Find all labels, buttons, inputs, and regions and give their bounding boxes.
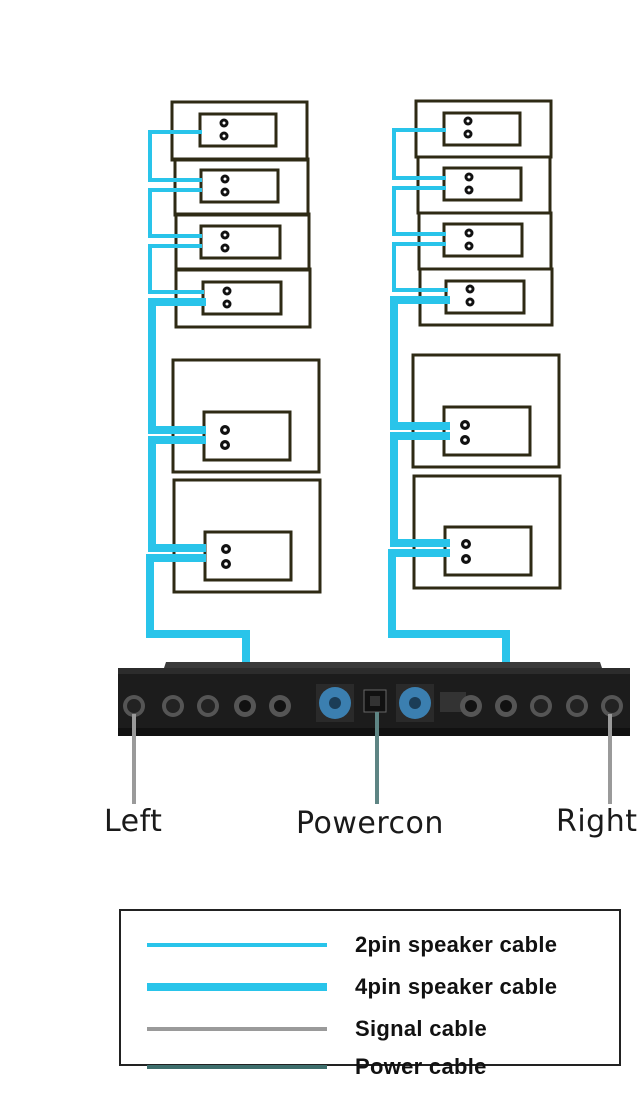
legend-swatch	[147, 943, 327, 947]
legend-row: Power cable	[121, 1049, 619, 1085]
amplifier-rear-panel	[118, 662, 630, 736]
left-sub-2-panel	[203, 530, 293, 582]
legend-swatch	[147, 983, 327, 991]
left-cabinet-2	[173, 157, 310, 217]
legend-row: 2pin speaker cable	[121, 927, 619, 963]
right-4pin-cables	[388, 296, 510, 690]
powercon-label: Powercon	[296, 806, 444, 841]
left-4pin-cables	[146, 298, 250, 690]
powercon-inlet	[363, 689, 387, 713]
right-2pin-cables	[392, 128, 448, 292]
cooling-fan-right	[396, 684, 434, 722]
right-cabinet-3-panel	[442, 222, 524, 258]
right-cabinet-3	[417, 211, 553, 271]
left-cabinet-1-panel	[198, 112, 278, 148]
amp-left-inputs	[123, 695, 291, 717]
left-sub-1-panel	[202, 410, 292, 462]
right-sub-1	[411, 353, 561, 469]
right-speaker-stack	[411, 99, 562, 590]
left-sub-1	[171, 358, 321, 474]
amp-right-inputs	[440, 692, 623, 717]
left-cabinet-3	[174, 212, 311, 272]
left-2pin-cables	[148, 130, 204, 294]
legend-row: Signal cable	[121, 1011, 619, 1047]
left-cabinet-4-panel	[201, 280, 283, 316]
legend-label: 2pin speaker cable	[355, 932, 558, 957]
right-sub-2-panel	[443, 525, 533, 577]
legend-label: Signal cable	[355, 1016, 487, 1041]
legend-label: 4pin speaker cable	[355, 974, 558, 999]
right-label: Right	[556, 804, 638, 839]
left-connectors	[219, 118, 232, 569]
left-cabinet-2-panel	[199, 168, 280, 204]
right-cabinet-2-panel	[442, 166, 523, 202]
right-cabinet-4-panel	[444, 279, 526, 315]
legend-row: 4pin speaker cable	[121, 969, 619, 1005]
right-connectors	[460, 116, 475, 564]
left-speaker-stack	[170, 100, 322, 594]
legend-swatch	[147, 1065, 327, 1069]
right-sub-2	[412, 474, 562, 590]
left-cabinet-3-panel	[199, 224, 282, 260]
cooling-fan-left	[316, 684, 354, 722]
legend-label: Power cable	[355, 1054, 487, 1079]
right-cabinet-2	[416, 155, 552, 215]
legend-swatch	[147, 1027, 327, 1031]
left-label: Left	[104, 804, 163, 839]
left-sub-2	[172, 478, 322, 594]
right-sub-1-panel	[442, 405, 532, 457]
right-cabinet-1-panel	[442, 111, 522, 147]
